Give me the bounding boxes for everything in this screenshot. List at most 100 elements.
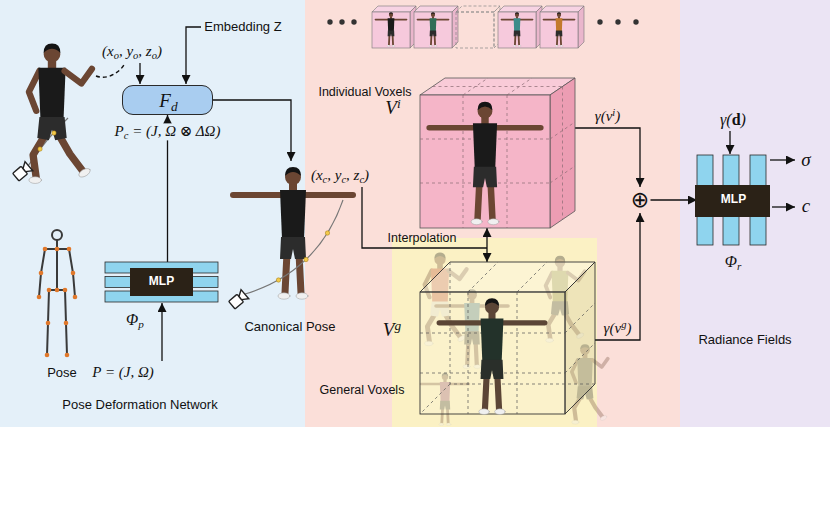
- canonical-person: [228, 290, 249, 310]
- observed-person: [29, 44, 92, 184]
- text-run: MLP: [149, 274, 174, 288]
- text-run: r: [737, 260, 741, 272]
- node-text: ⊕: [631, 187, 649, 212]
- panel-band: Pose Deformation Network FdMLPΦp: [0, 0, 305, 427]
- flow-arrow: [161, 303, 162, 361]
- text-run: ): [364, 167, 369, 183]
- panel-background: [392, 238, 597, 427]
- voxel-strip: [414, 6, 458, 48]
- observed-person: [52, 131, 56, 135]
- text-run: o: [133, 51, 138, 62]
- flow-arrow: [729, 131, 730, 154]
- voxel-strip: [351, 19, 356, 24]
- output-symbol: c: [802, 195, 810, 217]
- canonical-person: [228, 167, 353, 310]
- text-run: σ: [801, 149, 810, 170]
- voxel-strip: [339, 19, 344, 24]
- text-run: d: [171, 99, 178, 114]
- voxel-cube-shape: [420, 262, 595, 414]
- voxel-strip: [597, 19, 602, 24]
- text-run: g: [394, 318, 401, 333]
- observed-person: [96, 65, 124, 77]
- process-box: Fd: [122, 85, 213, 115]
- text-run: p: [138, 318, 144, 330]
- connector-arrow: [575, 128, 640, 187]
- node-text: General Voxels: [320, 383, 405, 397]
- mlp-stack: MLPΦp: [105, 262, 218, 302]
- canonical-person: [245, 200, 343, 294]
- edge-label: Pc = (J, Ω ⊗ ΔΩ): [112, 123, 224, 140]
- text-run: General Voxels: [320, 383, 405, 397]
- observed-person: [38, 131, 56, 151]
- coordinate-label: (xc, yc, zc): [311, 167, 369, 184]
- text-run: i: [397, 96, 401, 111]
- text-run: Pose Deformation Network: [62, 397, 217, 412]
- text-run: Φ: [725, 253, 737, 270]
- node-text: Vi: [385, 97, 400, 119]
- panel-background: [0, 0, 830, 427]
- voxel-cube: Individual VoxelsVi: [420, 78, 575, 228]
- node-text: MLP: [149, 275, 174, 289]
- canonical-person: [276, 231, 329, 282]
- operation-label: Interpolation: [388, 231, 457, 245]
- text-run: MLP: [721, 192, 746, 206]
- text-run: F: [159, 90, 171, 111]
- flow-arrow: [139, 63, 140, 84]
- text-run: (x: [102, 43, 114, 59]
- text-run: ): [615, 108, 620, 124]
- node-text: Fd: [159, 90, 177, 112]
- input-label: Embedding Z: [204, 20, 281, 35]
- text-run: (x: [311, 167, 323, 183]
- canonical-person: [276, 278, 280, 282]
- text-run: c: [323, 175, 328, 186]
- math-label: P = (J, Ω): [92, 364, 154, 381]
- text-run: γ(v: [595, 108, 613, 124]
- voxel-cube: VgGeneral Voxels: [420, 262, 595, 414]
- text-run: g: [621, 320, 626, 331]
- observed-person: [12, 162, 33, 182]
- connector-arrow: [595, 213, 640, 340]
- canonical-person: [304, 257, 308, 261]
- text-run: c: [124, 131, 129, 142]
- text-run: Pose: [47, 365, 77, 380]
- voxel-strip: [327, 6, 638, 48]
- voxel-strip: [375, 12, 406, 46]
- text-run: γ(v: [604, 320, 622, 336]
- panel-background: [680, 0, 830, 427]
- text-run: Embedding Z: [204, 19, 281, 34]
- voxel-strip: [417, 12, 448, 46]
- connector-arrow: [486, 228, 487, 262]
- voxel-strip: [372, 6, 416, 48]
- text-run: V: [385, 97, 397, 118]
- voxel-strip: [543, 12, 574, 46]
- panel-background: [0, 0, 305, 427]
- output-symbol: σ: [801, 149, 810, 171]
- text-run: , y: [119, 43, 133, 59]
- text-run: Radiance Fields: [698, 332, 791, 347]
- illustration-layer: [37, 230, 78, 357]
- voxel-strip: [456, 12, 494, 48]
- voxel-strip: [498, 6, 542, 48]
- observed-person: [12, 44, 124, 184]
- voxel-cube-shape: [420, 262, 595, 414]
- text-run: ): [157, 43, 162, 59]
- node-text: Φr: [725, 253, 742, 271]
- voxel-cube-shape: [420, 78, 575, 228]
- text-run: γ(: [720, 111, 732, 128]
- text-run: ): [741, 111, 746, 128]
- node-text: MLP: [721, 193, 746, 207]
- coordinate-label: (xo, yo, zo): [102, 43, 162, 60]
- text-run: Canonical Pose: [244, 319, 335, 334]
- faded-figures: [421, 252, 608, 425]
- edge-label: γ(vi): [592, 108, 624, 125]
- node-text: Vg: [383, 319, 401, 341]
- flow-arrow: [772, 206, 795, 207]
- text-run: c: [359, 175, 364, 186]
- text-run: d: [732, 111, 741, 128]
- observed-person: [38, 147, 42, 151]
- text-run: = (J, Ω ⊗ ΔΩ): [128, 123, 220, 139]
- panel-background: [305, 0, 680, 427]
